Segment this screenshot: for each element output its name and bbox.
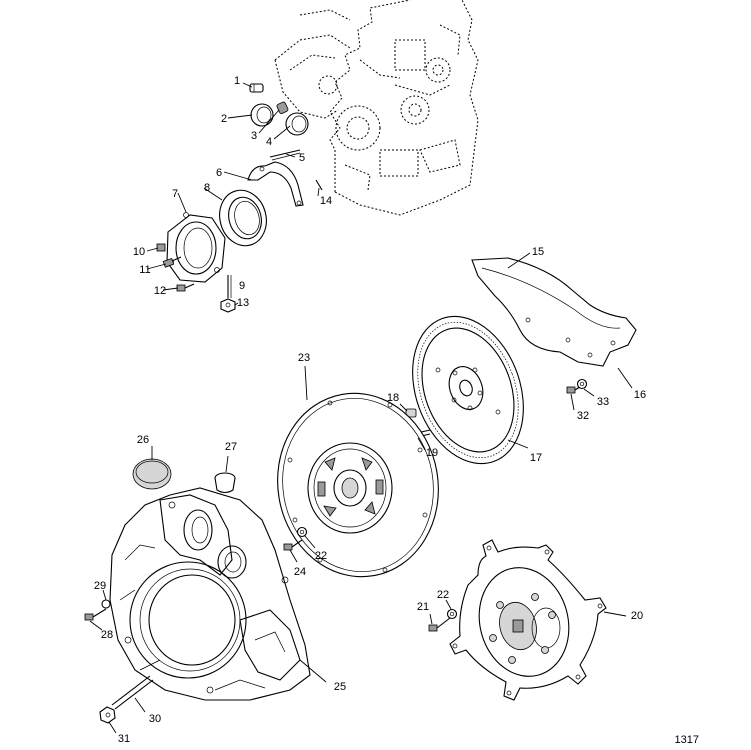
part-33-washer (576, 378, 588, 390)
leader-lines (89, 82, 633, 734)
part-29-washer (101, 599, 111, 609)
callout-18: 18 (387, 392, 399, 404)
callout-22-lower: 22 (437, 589, 449, 601)
callout-30: 30 (149, 713, 161, 725)
callout-29: 29 (94, 580, 106, 592)
part-22-washer-lower (446, 608, 458, 620)
part-6-seal-plate (247, 161, 304, 207)
callout-16: 16 (634, 389, 646, 401)
callout-9: 9 (239, 280, 245, 292)
callout-21: 21 (417, 601, 429, 613)
part-3-pin (276, 101, 289, 114)
part-26-plug (132, 458, 172, 490)
part-2-cup-plug (250, 103, 274, 127)
part-9-stud (227, 275, 232, 298)
part-22-washer-upper (296, 526, 308, 538)
part-15-cover-plate (471, 257, 637, 367)
part-31-nut (99, 706, 116, 724)
callout-12: 12 (154, 285, 166, 297)
part-12-bolt (176, 283, 195, 292)
part-8-seal (219, 189, 267, 247)
callout-26: 26 (137, 434, 149, 446)
part-30-stud (111, 675, 154, 710)
engine-block-phantom (274, 0, 479, 216)
callout-5: 5 (299, 152, 305, 164)
callout-11: 11 (139, 264, 150, 276)
callout-6: 6 (216, 167, 222, 179)
callout-19: 19 (426, 447, 438, 459)
callout-31: 31 (118, 733, 130, 745)
callout-10: 10 (133, 246, 145, 258)
callout-3: 3 (251, 130, 257, 142)
callout-labels: 1 2 3 4 5 6 7 8 9 10 11 12 13 14 15 16 1… (94, 75, 646, 745)
part-21-bolt (428, 617, 451, 632)
part-18-dowel (405, 408, 417, 418)
diagram-reference-number: 1317 (674, 734, 699, 746)
callout-8: 8 (204, 182, 210, 194)
part-13-nut (220, 298, 236, 313)
callout-20: 20 (631, 610, 643, 622)
callout-25: 25 (334, 681, 346, 693)
part-27-cap (214, 472, 236, 494)
callout-2: 2 (221, 113, 227, 125)
part-14-pin (315, 179, 323, 191)
part-24-bolt (283, 539, 303, 551)
callout-28: 28 (101, 629, 113, 641)
part-17-flywheel (412, 315, 524, 465)
part-25-flywheel-housing (109, 487, 311, 701)
part-20-drive-coupler (449, 539, 607, 701)
callout-23: 23 (298, 352, 310, 364)
part-7-seal-housing (166, 212, 226, 283)
part-28-bolt (84, 608, 107, 621)
callout-4: 4 (266, 136, 272, 148)
callout-1: 1 (234, 75, 240, 87)
callout-24: 24 (294, 566, 306, 578)
callout-22-upper: 22 (315, 550, 327, 562)
callout-7: 7 (172, 188, 178, 200)
callout-14: 14 (320, 195, 332, 207)
callout-13: 13 (237, 297, 249, 309)
callout-27: 27 (225, 441, 237, 453)
callout-15: 15 (532, 246, 544, 258)
part-23-flex-plate (277, 392, 439, 578)
callout-32: 32 (577, 410, 589, 422)
part-1-plug (249, 83, 264, 93)
part-10-bolt (156, 243, 166, 252)
part-4-cup-plug (285, 112, 309, 136)
callout-17: 17 (530, 452, 542, 464)
part-5-stud (269, 149, 301, 161)
callout-33: 33 (597, 396, 609, 408)
